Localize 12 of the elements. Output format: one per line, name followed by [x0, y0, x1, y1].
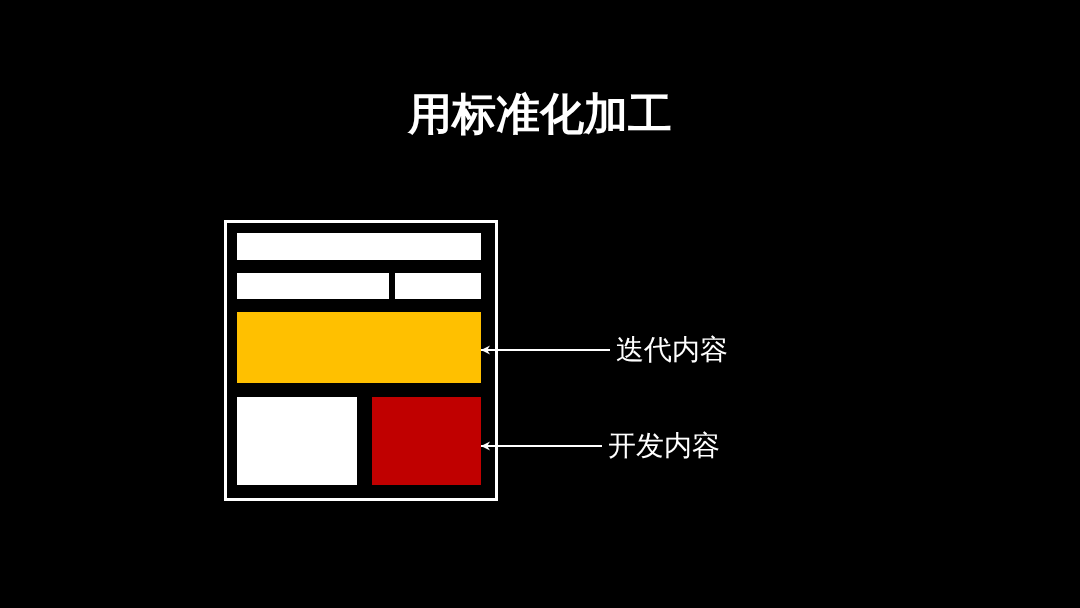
- leader-arrow: [480, 345, 611, 355]
- content-bar: [237, 273, 389, 299]
- content-block: [237, 312, 481, 383]
- title: 用标准化加工: [408, 88, 672, 140]
- content-block: [372, 397, 481, 485]
- page-frame: [224, 220, 498, 501]
- content-bar: [395, 273, 481, 299]
- leader-arrow: [480, 441, 603, 451]
- content-block: [237, 397, 357, 485]
- callout-label: 开发内容: [608, 429, 720, 463]
- header-bar: [237, 233, 481, 260]
- callout-label: 迭代内容: [616, 333, 728, 367]
